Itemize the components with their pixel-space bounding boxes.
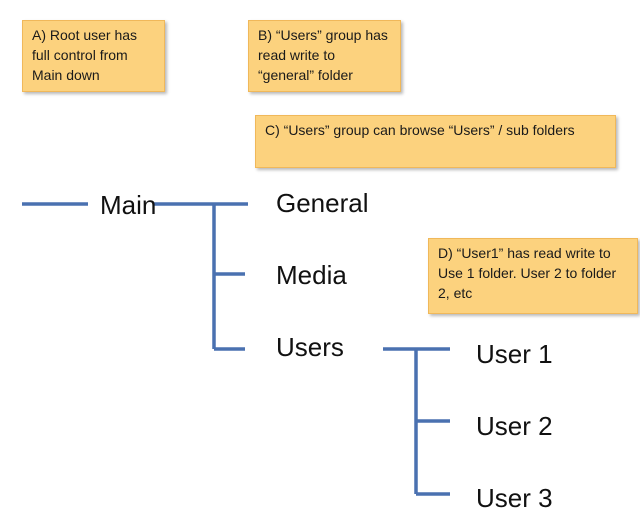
- folder-general: General: [276, 188, 369, 218]
- folder-media: Media: [276, 260, 347, 290]
- folder-user-3: User 3: [476, 483, 553, 513]
- folder-user-2: User 2: [476, 411, 553, 441]
- note-users-general: B) “Users” group has read write to “gene…: [248, 20, 401, 92]
- folder-users: Users: [276, 332, 344, 362]
- note-user1-folder: D) “User1” has read write to Use 1 folde…: [428, 238, 638, 314]
- folder-main: Main: [100, 190, 157, 220]
- folder-user-1: User 1: [476, 339, 553, 369]
- note-users-browse: C) “Users” group can browse “Users” / su…: [255, 115, 616, 168]
- note-root-user: A) Root user has full control from Main …: [22, 20, 165, 92]
